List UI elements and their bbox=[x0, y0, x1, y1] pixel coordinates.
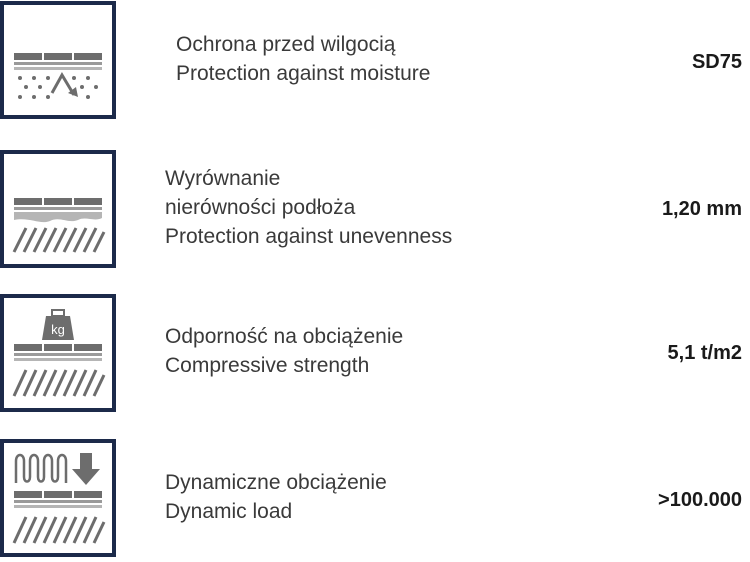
feature-row-unevenness: Wyrównanie nierówności podłoża Protectio… bbox=[0, 150, 750, 270]
feature-label-pl: Wyrównanie bbox=[165, 167, 281, 190]
feature-labels: Ochrona przed wilgocią Protection agains… bbox=[176, 30, 430, 88]
feature-label-pl: Ochrona przed wilgocią bbox=[176, 33, 396, 56]
feature-labels: Wyrównanie nierówności podłoża Protectio… bbox=[165, 164, 452, 251]
dynamic-load-icon bbox=[0, 439, 116, 557]
feature-label-pl: Odporność na obciążenie bbox=[165, 325, 404, 348]
feature-value: SD75 bbox=[691, 51, 742, 73]
moisture-icon bbox=[0, 1, 116, 119]
feature-label-en: Compressive strength bbox=[165, 354, 370, 377]
feature-label-pl: Dynamiczne obciążenie bbox=[165, 471, 387, 494]
feature-row-compressive: kg Odporność na obciążenie Compressive s… bbox=[0, 294, 750, 414]
feature-label-en: Dynamic load bbox=[165, 500, 293, 523]
feature-row-dynamic-load: Dynamiczne obciążenie Dynamic load >100.… bbox=[0, 438, 750, 558]
weight-label: kg bbox=[51, 322, 65, 337]
feature-value: 5,1 t/m2 bbox=[667, 342, 742, 364]
feature-row-moisture: Ochrona przed wilgocią Protection agains… bbox=[0, 0, 750, 120]
feature-label-pl-continued: nierówności podłoża bbox=[165, 196, 356, 219]
feature-value: 1,20 mm bbox=[661, 198, 742, 220]
compressive-weight-icon: kg bbox=[0, 294, 116, 412]
feature-label-en: Protection against moisture bbox=[176, 62, 431, 85]
feature-value: >100.000 bbox=[658, 489, 742, 511]
feature-labels: Dynamiczne obciążenie Dynamic load bbox=[165, 468, 387, 526]
feature-labels: Odporność na obciążenie Compressive stre… bbox=[165, 322, 403, 380]
unevenness-icon bbox=[0, 150, 116, 268]
feature-label-en: Protection against unevenness bbox=[165, 225, 453, 248]
